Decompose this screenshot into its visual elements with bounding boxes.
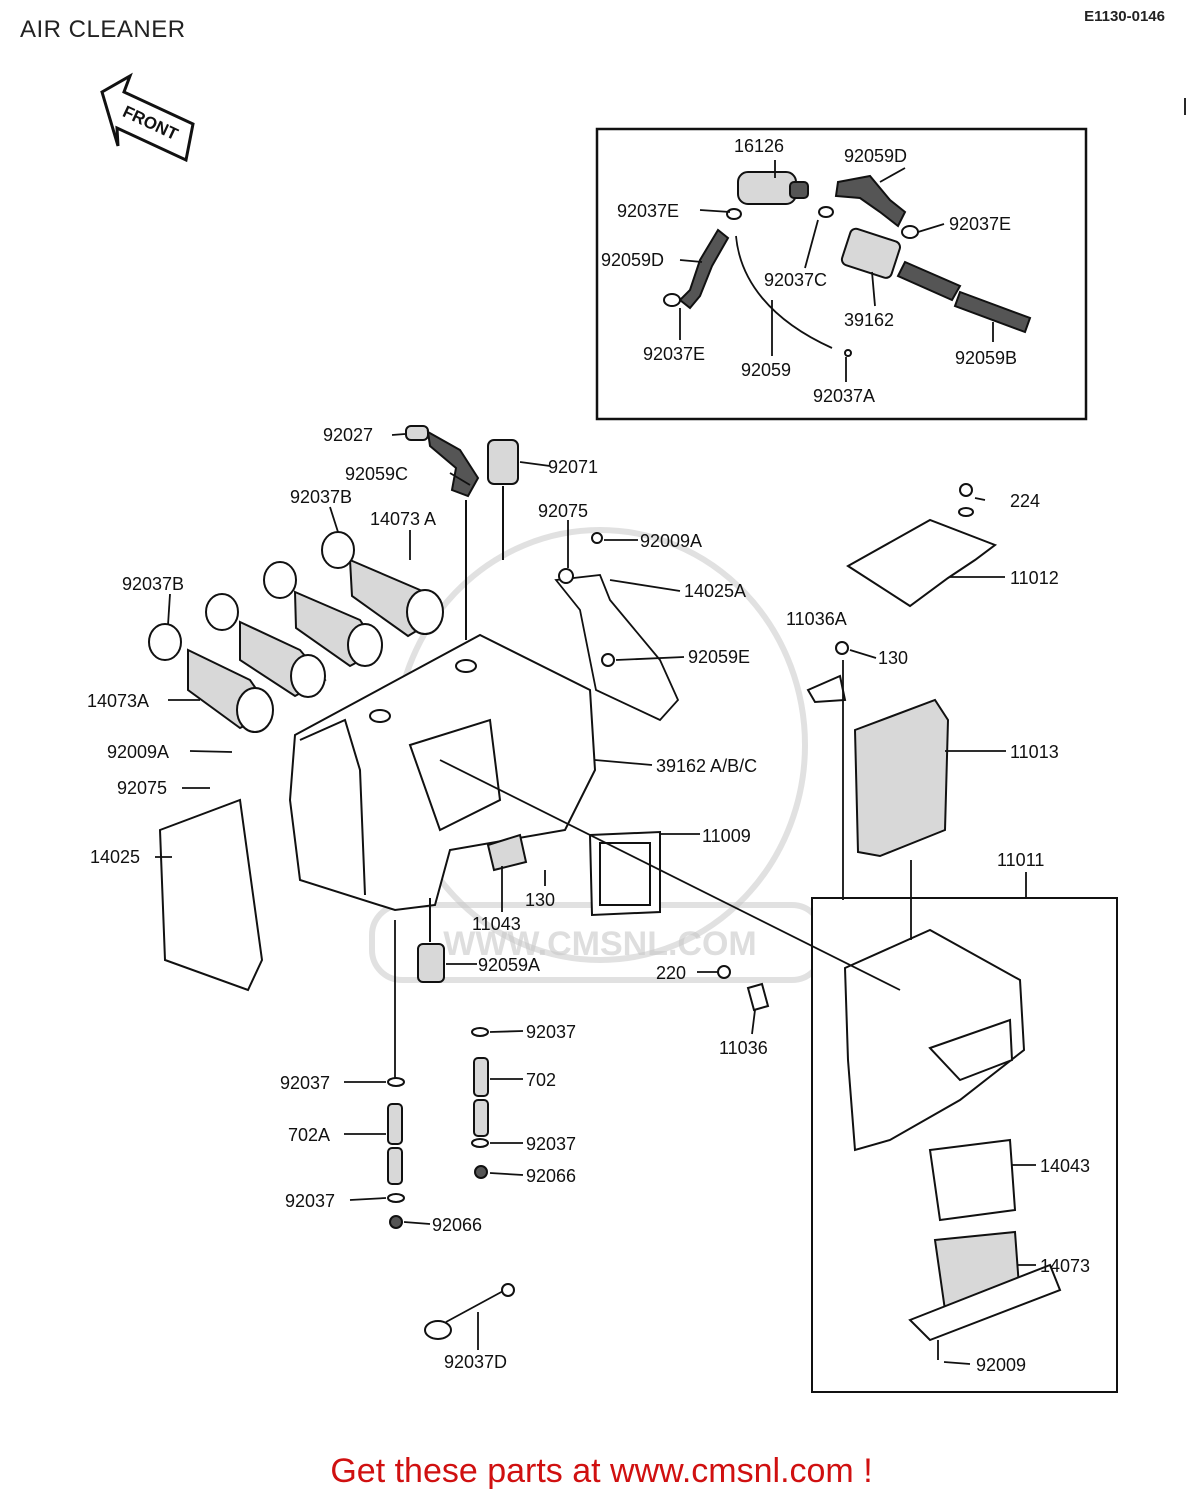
inset-frame: [595, 127, 1088, 421]
label-92075-left: 92075: [117, 778, 167, 798]
label-92009a-left: 92009A: [107, 742, 169, 762]
label-11012: 11012: [1010, 568, 1059, 588]
label-39162: 39162: [844, 310, 894, 330]
label-92075-top: 92075: [538, 501, 588, 521]
label-11009: 11009: [702, 826, 751, 846]
diagram-title: AIR CLEANER: [20, 16, 186, 43]
label-92037-l1: 92037: [280, 1073, 330, 1093]
label-92037d: 92037D: [444, 1352, 507, 1372]
label-92059e: 92059E: [688, 647, 750, 667]
drain-parts: [387, 1027, 515, 1340]
label-92009: 92009: [976, 1355, 1026, 1375]
watermark-text: WWW.CMSNL.COM: [443, 925, 757, 963]
label-14025: 14025: [90, 847, 140, 867]
main-leader-lines: [155, 433, 1036, 1365]
label-92059a: 92059A: [478, 955, 540, 975]
label-92037c: 92037C: [764, 270, 827, 290]
label-11011: 11011: [997, 850, 1044, 870]
label-11036: 11036: [719, 1038, 768, 1058]
label-92071: 92071: [548, 457, 598, 477]
label-11036a: 11036A: [786, 609, 847, 629]
assembly-axis-line: [439, 759, 901, 991]
diagram-code: E1130-0146: [1084, 8, 1165, 25]
label-130-mid: 130: [525, 890, 555, 910]
label-14073a-top: 14073 A: [370, 509, 436, 529]
label-92037-r2: 92037: [526, 1134, 576, 1154]
part-number-labels: 16126 92059D 92037E 92037E 92059D 92037C…: [87, 136, 1090, 1375]
label-92037b-left: 92037B: [122, 574, 184, 594]
label-92037a: 92037A: [813, 386, 875, 406]
label-92037e-left: 92037E: [617, 201, 679, 221]
label-14073: 14073: [1040, 1256, 1090, 1276]
label-130-top: 130: [878, 648, 908, 668]
label-92037e-bottom: 92037E: [643, 344, 705, 364]
top-hoses: [405, 425, 519, 640]
inset-breather-parts: [663, 171, 1032, 357]
label-702: 702: [526, 1070, 556, 1090]
label-16126: 16126: [734, 136, 784, 156]
label-92037b-top: 92037B: [290, 487, 352, 507]
label-92059b: 92059B: [955, 348, 1017, 368]
front-arrow-icon: FRONT: [100, 72, 195, 163]
label-92037-r1: 92037: [526, 1022, 576, 1042]
label-14043: 14043: [1040, 1156, 1090, 1176]
label-92027: 92027: [323, 425, 373, 445]
label-224: 224: [1010, 491, 1040, 511]
label-92037-l2: 92037: [285, 1191, 335, 1211]
intake-ducts: [148, 531, 444, 733]
label-92066-l: 92066: [432, 1215, 482, 1235]
label-92059d-top: 92059D: [844, 146, 907, 166]
label-92009a-top: 92009A: [640, 531, 702, 551]
label-11013: 11013: [1010, 742, 1059, 762]
label-14025a: 14025A: [684, 581, 746, 601]
label-92059c: 92059C: [345, 464, 408, 484]
label-39162-abc: 39162 A/B/C: [656, 756, 757, 776]
label-92066-r: 92066: [526, 1166, 576, 1186]
inset-leader-lines: [679, 160, 994, 382]
label-92059: 92059: [741, 360, 791, 380]
right-filter-assembly: [717, 483, 1118, 1393]
label-92059d-left: 92059D: [601, 250, 664, 270]
air-box-housing: [158, 532, 680, 1080]
footer-promo-link[interactable]: Get these parts at www.cmsnl.com !: [330, 1452, 873, 1490]
label-14073a-left: 14073A: [87, 691, 149, 711]
label-92037e-right: 92037E: [949, 214, 1011, 234]
label-11043: 11043: [472, 914, 521, 934]
label-220: 220: [656, 963, 686, 983]
label-702a: 702A: [288, 1125, 330, 1145]
